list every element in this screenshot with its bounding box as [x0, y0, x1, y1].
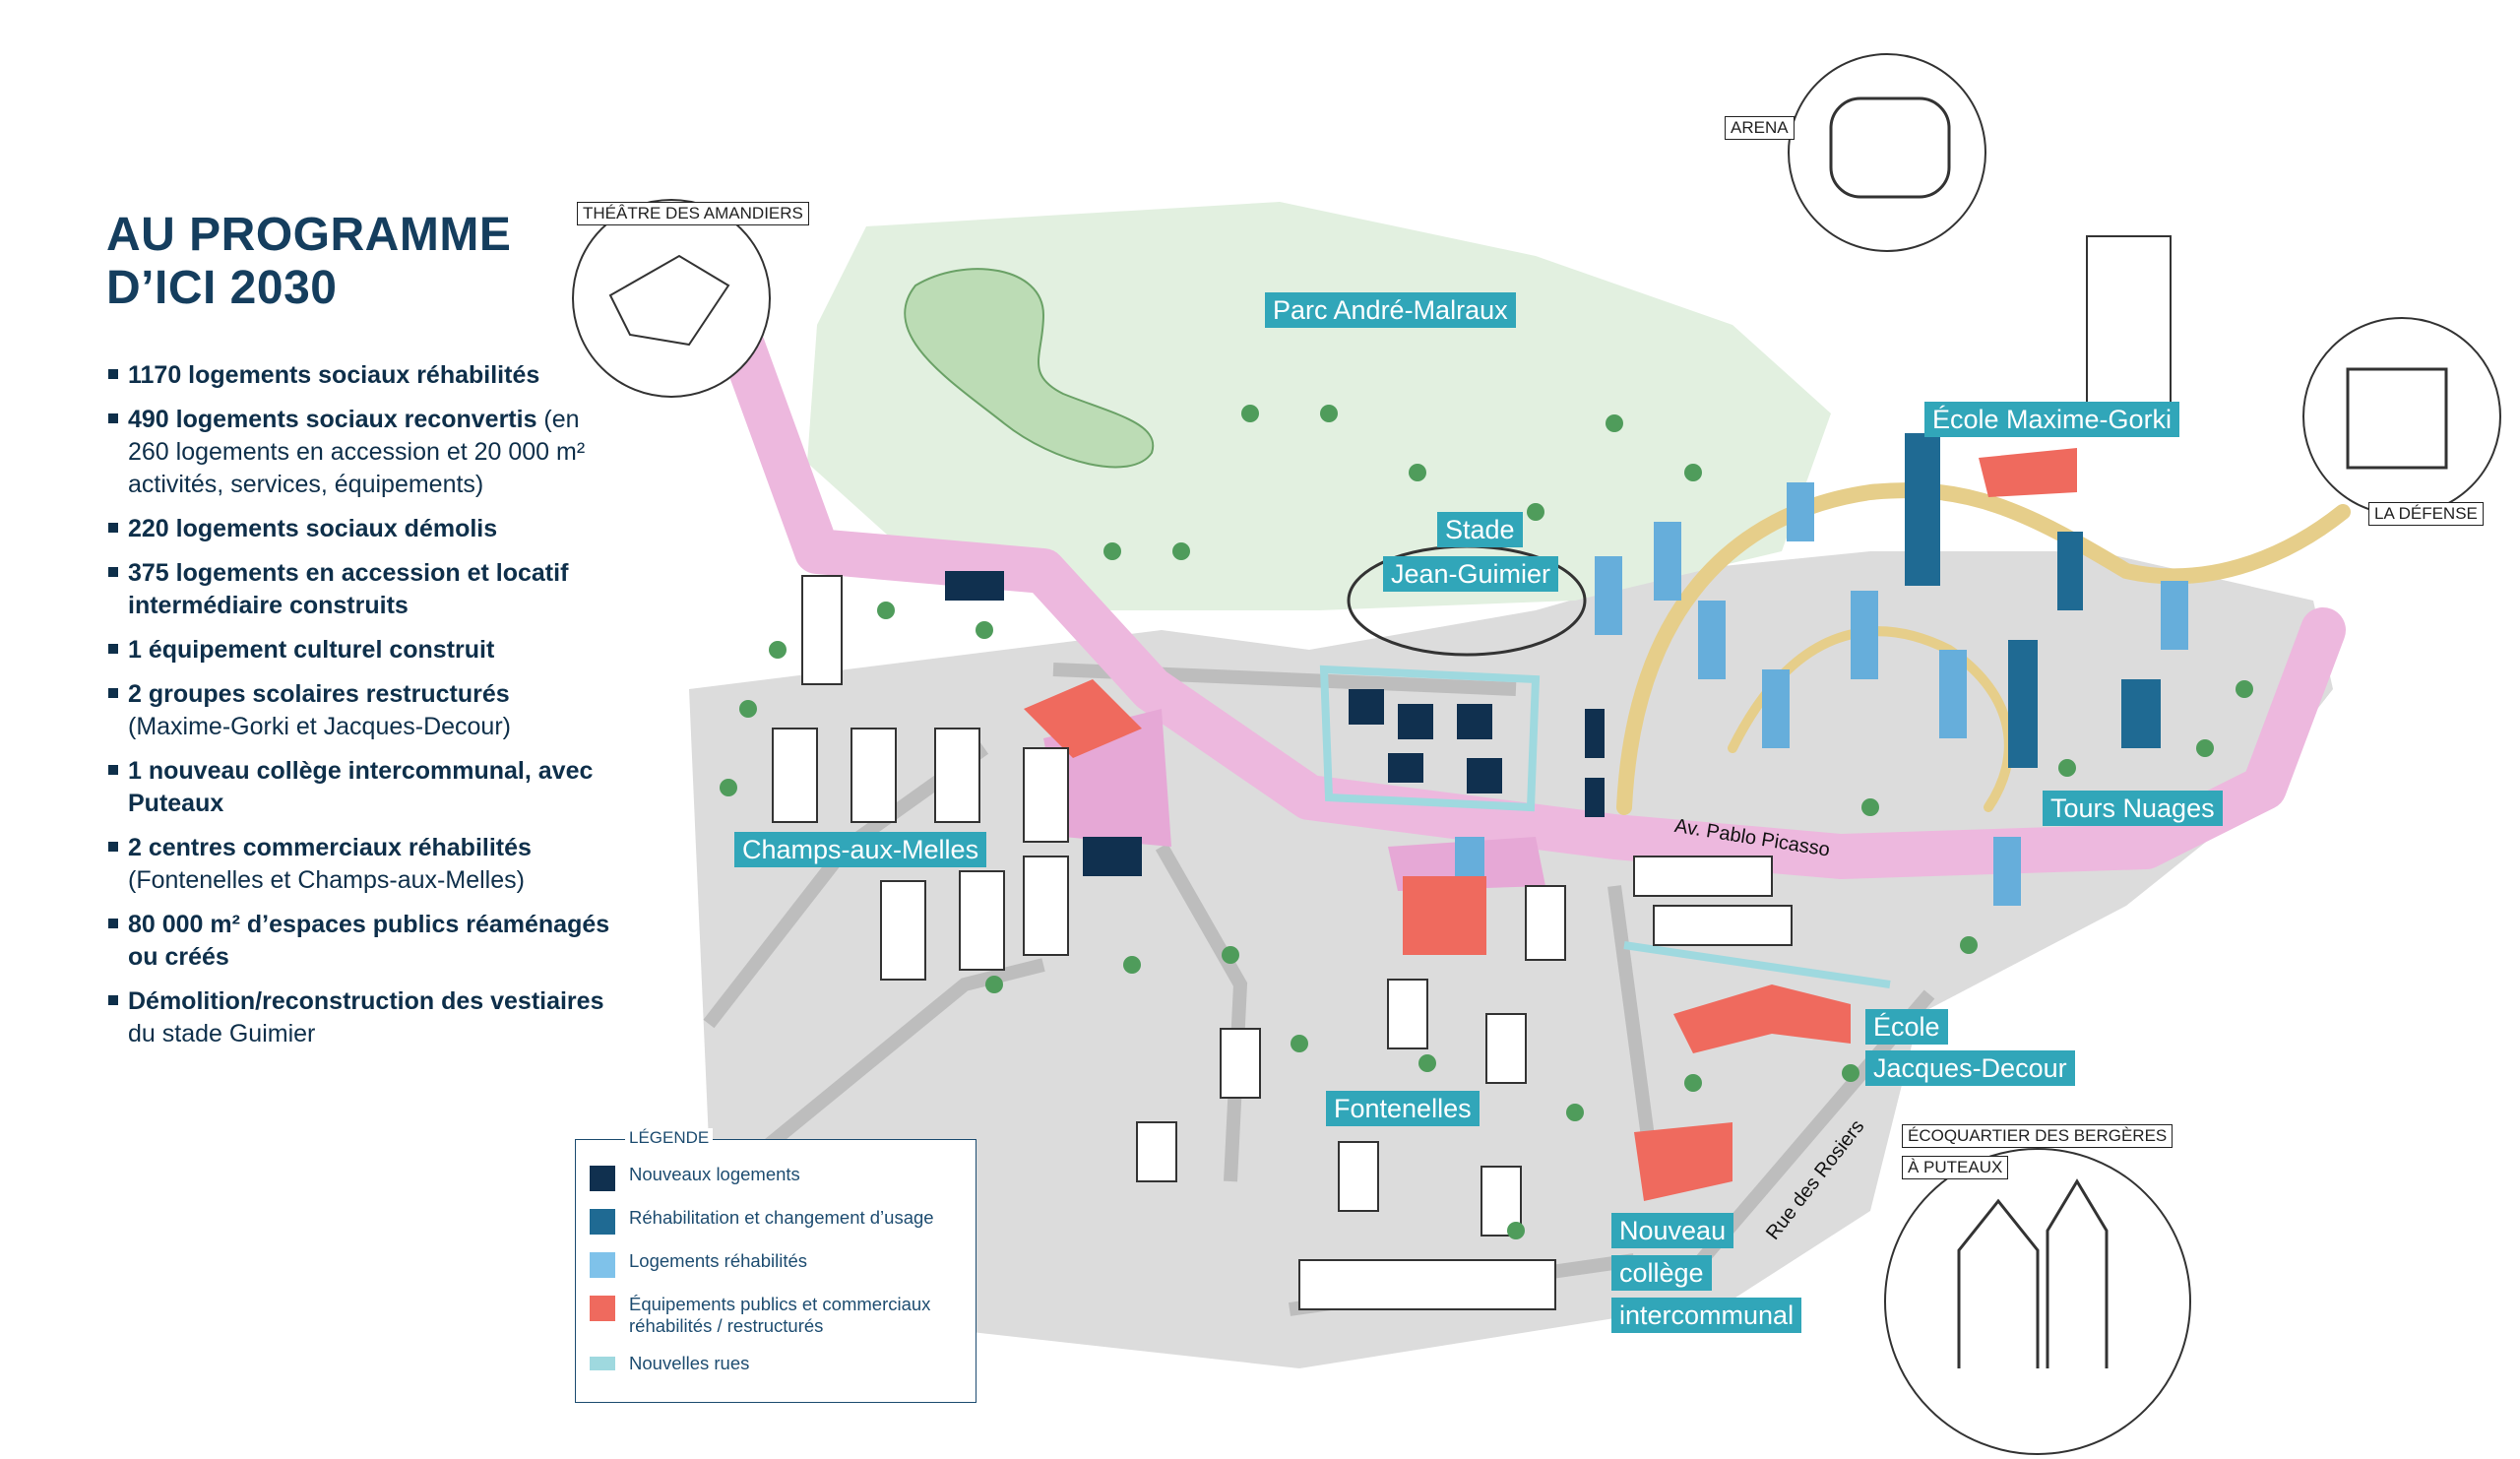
legend-swatch: [590, 1357, 615, 1370]
tag-arena: ARENA: [1725, 116, 1795, 140]
label-champs-aux-melles: Champs-aux-Melles: [734, 832, 987, 867]
legend-item: Réhabilitation et changement d’usage: [590, 1207, 976, 1235]
program-item-detail: (en 260 logements en accession et 20 000…: [128, 406, 586, 498]
program-item: 1 équipement culturel construit: [106, 634, 618, 666]
program-item-bold: 1 équipement culturel construit: [128, 636, 495, 664]
label-ecole-maxime-gorki: École Maxime-Gorki: [1924, 402, 2180, 437]
program-item-detail: (Maxime-Gorki et Jacques-Decour): [128, 713, 511, 740]
label-college-line-3: intercommunal: [1611, 1298, 1802, 1333]
rehab-towers: [1905, 433, 2161, 768]
program-list: 1170 logements sociaux réhabilités 490 lo…: [106, 359, 618, 1062]
bergeres-sketch: [1957, 1178, 2109, 1368]
public-facilities: [1024, 448, 2077, 1201]
legend-swatch: [590, 1296, 615, 1321]
theatre-sketch: [608, 254, 730, 347]
program-item-bold: 375 logements en accession et locatif in…: [128, 559, 569, 619]
program-item: 220 logements sociaux démolis: [106, 513, 618, 545]
label-parc-andre-malraux: Parc André-Malraux: [1265, 292, 1516, 328]
program-item-bold: 2 centres commerciaux réhabilités: [128, 834, 532, 861]
legend-label: Équipements publics et commerciaux réhab…: [629, 1294, 931, 1336]
legend-swatch: [590, 1209, 615, 1235]
new-streets: [1319, 665, 1891, 988]
park-lake: [904, 268, 1155, 469]
legend-swatch: [590, 1252, 615, 1278]
label-ecole-jacques-line-2: Jacques-Decour: [1865, 1050, 2075, 1086]
label-stade-line-1: Stade: [1437, 512, 1523, 547]
title-line-1: AU PROGRAMME: [106, 209, 512, 261]
theatre-inset: [572, 199, 771, 398]
legend-item: Nouvelles rues: [590, 1353, 976, 1374]
program-item-detail: (Fontenelles et Champs-aux-Melles): [128, 866, 525, 894]
legend-label: Réhabilitation et changement d’usage: [629, 1207, 934, 1228]
trees: [720, 405, 2253, 1239]
program-item-bold: 490 logements sociaux reconvertis: [128, 406, 537, 433]
new-buildings: [945, 571, 1605, 876]
program-item-bold: 1 nouveau collège intercommunal, avec Pu…: [128, 757, 594, 817]
program-item: 490 logements sociaux reconvertis (en 26…: [106, 404, 618, 501]
tag-la-defense: LA DÉFENSE: [2368, 502, 2484, 526]
page-title: AU PROGRAMME D’ICI 2030: [106, 209, 511, 315]
park-area: [807, 202, 1831, 610]
arena-sketch: [1829, 96, 1951, 199]
program-item-bold: 1170 logements sociaux réhabilités: [128, 361, 540, 389]
rehab-dwellings: [1455, 482, 2188, 916]
program-item: 1170 logements sociaux réhabilités: [106, 359, 618, 392]
program-item-bold: 2 groupes scolaires restructurés: [128, 680, 510, 708]
legend-title: LÉGENDE: [625, 1128, 714, 1148]
program-item-bold: 220 logements sociaux démolis: [128, 515, 498, 542]
program-item-detail: du stade Guimier: [128, 1020, 316, 1047]
tag-theatre-des-amandiers: THÉÂTRE DES AMANDIERS: [577, 202, 809, 225]
legend-item: Logements réhabilités: [590, 1250, 976, 1278]
defense-inset: [2302, 317, 2501, 516]
program-item: 2 centres commerciaux réhabilités (Fonte…: [106, 832, 618, 897]
program-item-bold: Démolition/reconstruction des vestiaires: [128, 987, 604, 1015]
yellow-path: [1616, 482, 2351, 815]
label-fontenelles: Fontenelles: [1326, 1091, 1480, 1126]
legend-label: Nouveaux logements: [629, 1164, 800, 1184]
legend-label: Logements réhabilités: [629, 1250, 807, 1271]
label-tours-nuages: Tours Nuages: [2043, 791, 2223, 826]
program-item: 2 groupes scolaires restructurés (Maxime…: [106, 678, 618, 743]
arena-inset: [1788, 53, 1986, 252]
tag-bergeres-line-2: À PUTEAUX: [1902, 1156, 2009, 1179]
label-college-line-2: collège: [1611, 1255, 1712, 1291]
title-line-2: D’ICI 2030: [106, 262, 338, 314]
program-item: 375 logements en accession et locatif in…: [106, 557, 618, 622]
label-college-line-1: Nouveau: [1611, 1213, 1734, 1248]
legend-swatch: [590, 1166, 615, 1191]
towers: [772, 235, 2172, 1310]
legend-item: Équipements publics et commerciaux réhab…: [590, 1294, 976, 1337]
program-item: 1 nouveau collège intercommunal, avec Pu…: [106, 755, 618, 820]
label-ecole-jacques-line-1: École: [1865, 1009, 1948, 1045]
program-item: 80 000 m² d’espaces publics réaménagés o…: [106, 909, 618, 974]
legend-item: Nouveaux logements: [590, 1164, 976, 1191]
legend-label: Nouvelles rues: [629, 1353, 750, 1373]
program-item-bold: 80 000 m² d’espaces publics réaménagés o…: [128, 911, 610, 971]
program-item: Démolition/reconstruction des vestiaires…: [106, 985, 618, 1050]
label-stade-line-2: Jean-Guimier: [1383, 556, 1559, 592]
defense-sketch: [2346, 367, 2448, 470]
tag-bergeres-line-1: ÉCOQUARTIER DES BERGÈRES: [1902, 1124, 2174, 1148]
